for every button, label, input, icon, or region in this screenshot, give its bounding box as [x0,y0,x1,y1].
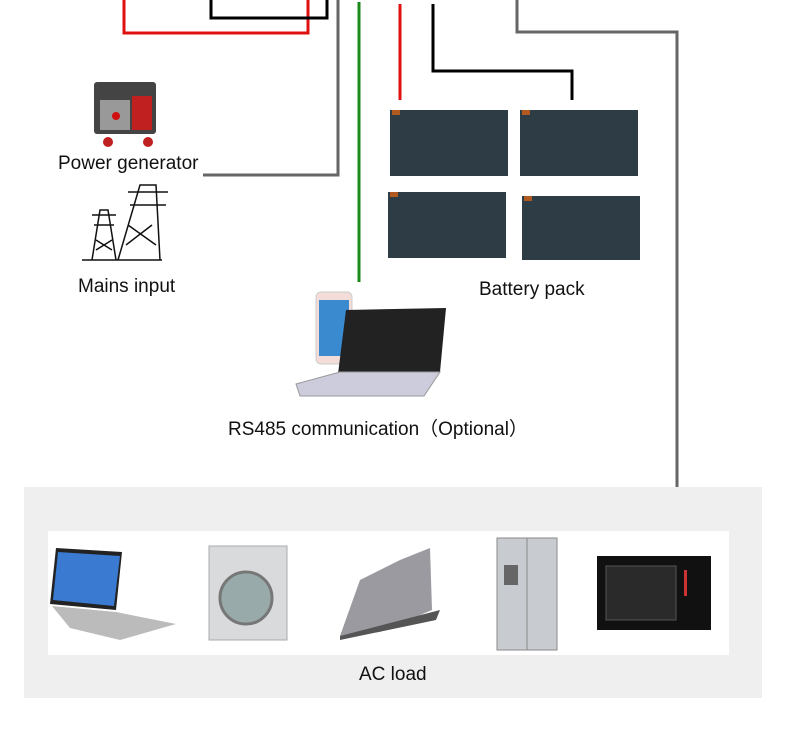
rs485-label: RS485 communication（Optional） [228,419,528,440]
refrigerator-icon [496,537,558,651]
iron-icon [340,548,440,640]
battery-pack-label: Battery pack [479,279,585,300]
ac-output-wire [515,0,679,487]
generator-icon [94,82,156,147]
ac-load-label: AC load [359,664,427,685]
laptop-icon [50,548,176,640]
generator-label: Power generator [58,153,199,174]
battery-icon [388,110,640,260]
battery-negative-wire [431,4,574,100]
mains-input-label: Mains input [78,276,176,297]
microwave-icon [597,556,711,630]
generator-negative-wire [209,0,329,20]
ac-input-wire [203,0,340,177]
washing-machine-icon [208,545,288,641]
power-tower-icon [82,184,168,261]
rs485-device-icon [295,291,446,397]
